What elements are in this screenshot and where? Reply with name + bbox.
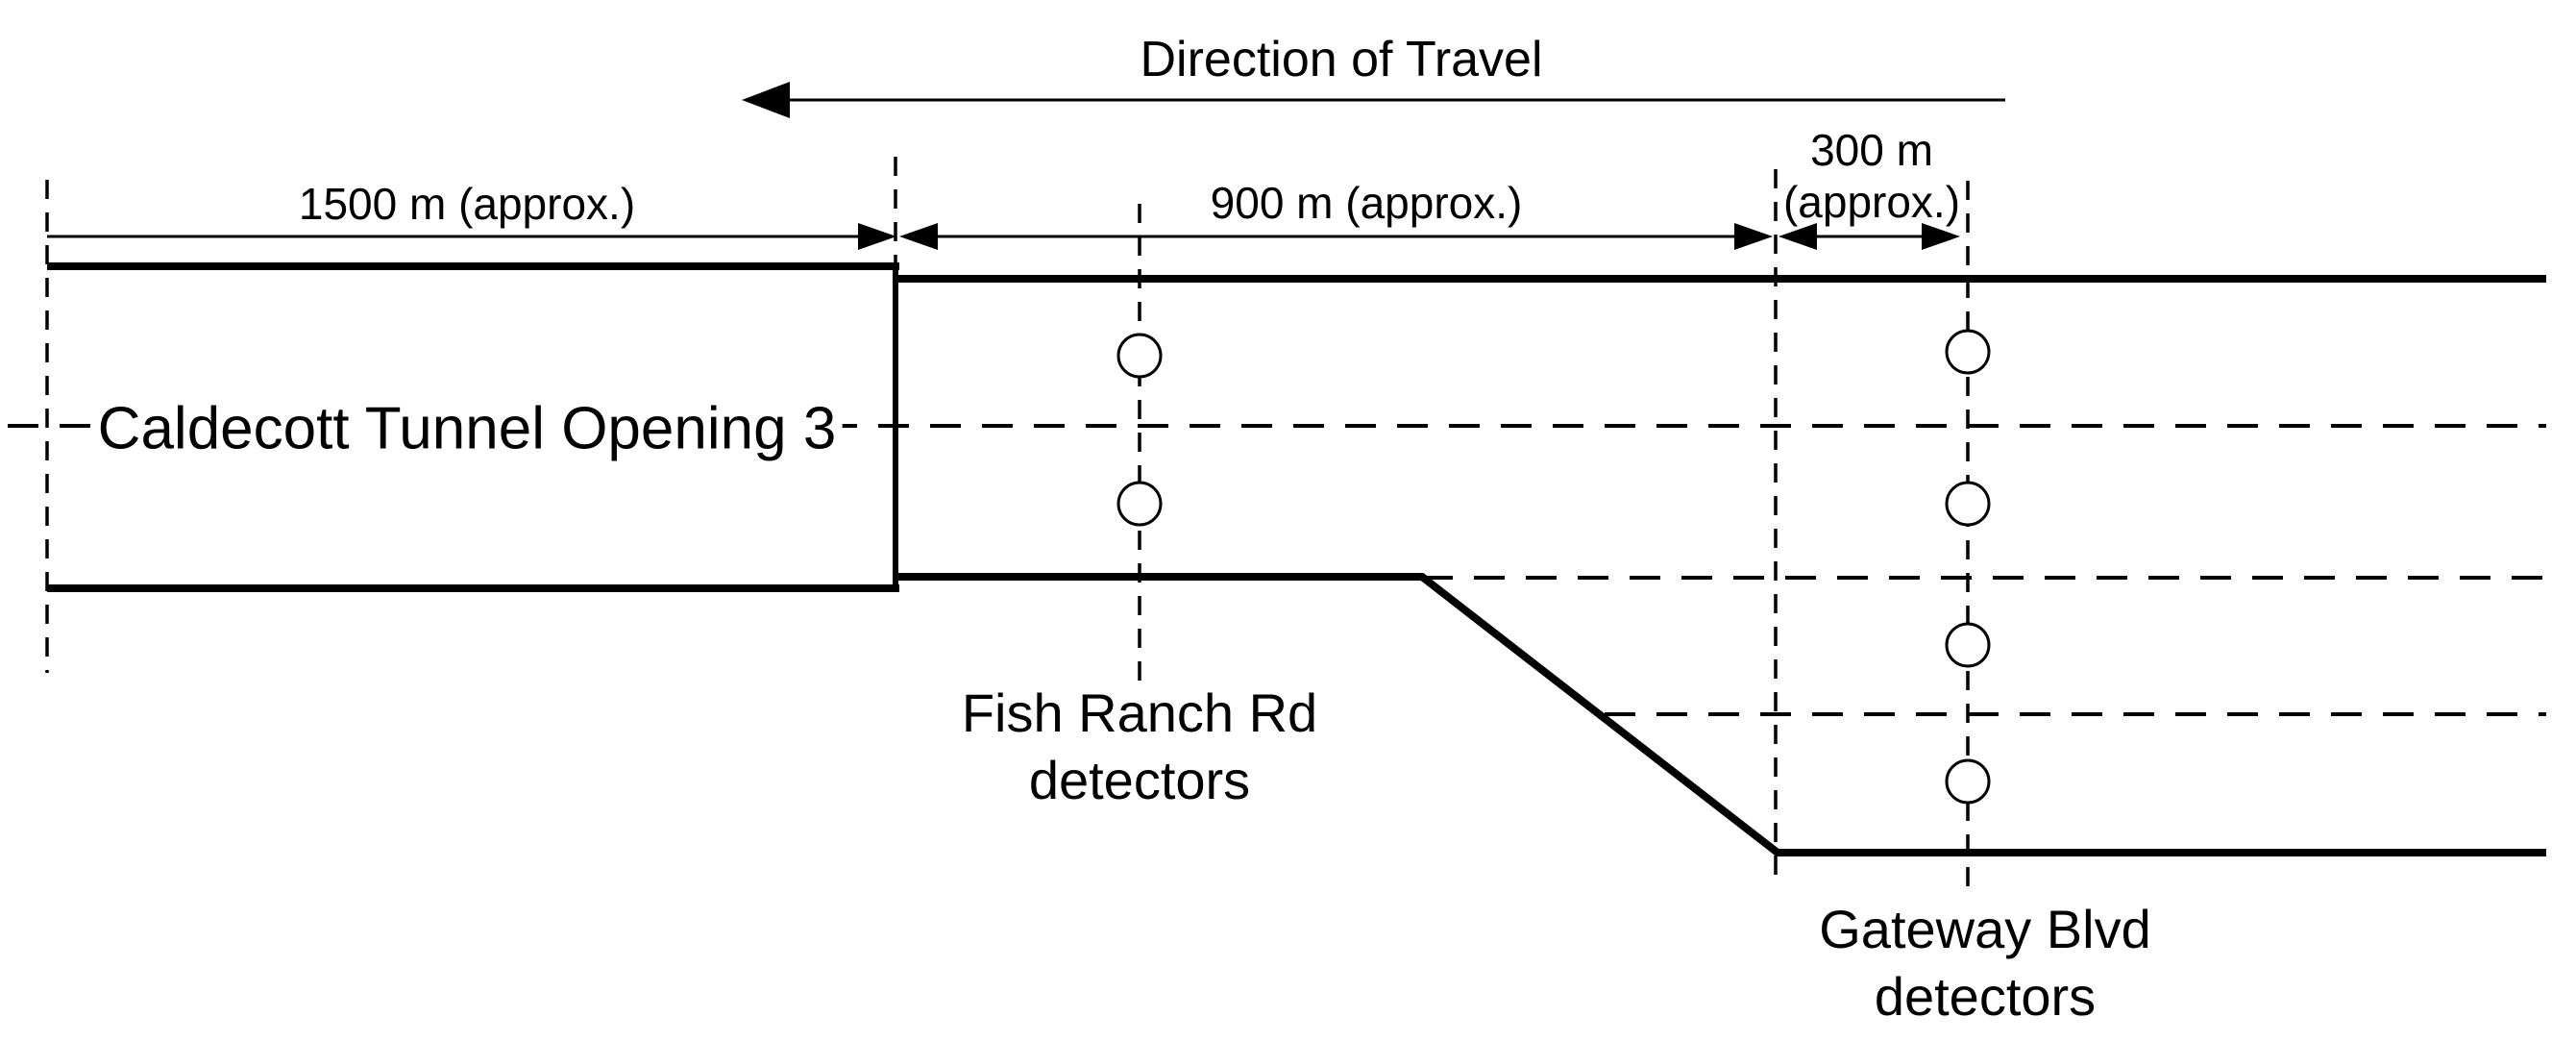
dim-300m-left-arrowhead-icon <box>1779 223 1817 250</box>
dim-900m-right-arrowhead-icon <box>1734 223 1773 250</box>
fish-ranch-detector-circle <box>1116 333 1163 379</box>
dim-1500m-right-arrowhead-icon <box>858 223 896 250</box>
fish-ranch-detectors-label-line1: Fish Ranch Rd <box>961 682 1318 743</box>
fish-ranch-detector-circle <box>1116 481 1163 527</box>
gateway-detector-circle <box>1945 622 1991 668</box>
dim-900m-label: 900 m (approx.) <box>1210 178 1523 228</box>
direction-of-travel-label: Direction of Travel <box>1140 32 1543 87</box>
fish-ranch-detectors-label-line2: detectors <box>1028 750 1251 810</box>
road-bottom-edge-with-taper <box>895 573 2546 856</box>
dim-300m-label: 300 m (approx.) <box>1778 124 1966 228</box>
dim-300m-right-arrowhead-icon <box>1922 223 1960 250</box>
gateway-detectors-label-line1: Gateway Blvd <box>1819 899 2151 959</box>
dim-300m-label-line1: 300 m <box>1810 125 1933 175</box>
direction-arrowhead-icon <box>742 82 790 118</box>
gateway-detector-circle <box>1945 329 1991 375</box>
dim-900m-left-arrowhead-icon <box>899 223 938 250</box>
gateway-detectors-label-line2: detectors <box>1874 966 2097 1027</box>
gateway-detector-circle <box>1945 481 1991 527</box>
fish-ranch-detectors-label: Fish Ranch Rd detectors <box>956 680 1323 814</box>
gateway-detectors-label: Gateway Blvd detectors <box>1813 896 2157 1030</box>
gateway-detector-circle <box>1945 758 1991 805</box>
tunnel-label: Caldecott Tunnel Opening 3 <box>91 394 843 463</box>
dim-1500m-label: 1500 m (approx.) <box>298 179 636 229</box>
dim-300m-label-line2: (approx.) <box>1782 177 1961 227</box>
